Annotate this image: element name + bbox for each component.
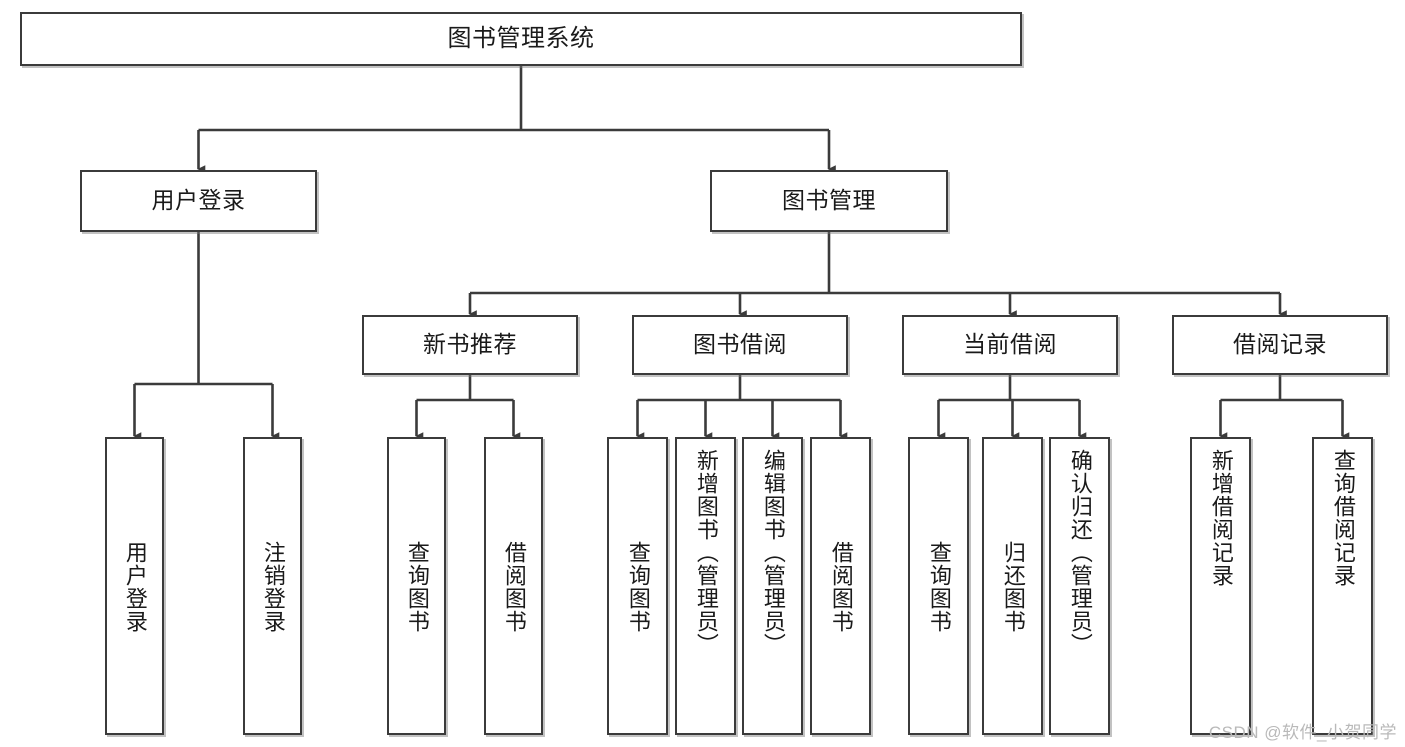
node-label-root: 图书管理系统 xyxy=(447,24,595,52)
node-label-leaf-edit-book: 编辑图书（管理员） xyxy=(760,449,786,656)
node-borrow-record[interactable]: 借阅记录 xyxy=(1172,315,1388,375)
node-label-leaf-borrow-book-2: 借阅图书 xyxy=(828,541,854,633)
node-label-leaf-return-book: 归还图书 xyxy=(1000,541,1026,633)
node-root[interactable]: 图书管理系统 xyxy=(20,12,1022,66)
node-leaf-return-book[interactable]: 归还图书 xyxy=(982,437,1043,735)
node-leaf-query-book-3[interactable]: 查询图书 xyxy=(908,437,969,735)
node-label-leaf-add-record: 新增借阅记录 xyxy=(1208,449,1234,587)
node-book-borrow[interactable]: 图书借阅 xyxy=(632,315,848,375)
node-current-borrow[interactable]: 当前借阅 xyxy=(902,315,1118,375)
node-leaf-query-book-1[interactable]: 查询图书 xyxy=(387,437,446,735)
node-new-book-rec[interactable]: 新书推荐 xyxy=(362,315,578,375)
node-label-leaf-query-record: 查询借阅记录 xyxy=(1330,449,1356,587)
node-leaf-borrow-book-1[interactable]: 借阅图书 xyxy=(484,437,543,735)
node-label-leaf-logout: 注销登录 xyxy=(260,541,286,633)
node-label-leaf-query-book-3: 查询图书 xyxy=(926,541,952,633)
node-label-user-login: 用户登录 xyxy=(151,187,246,214)
node-label-leaf-add-book: 新增图书（管理员） xyxy=(693,449,719,656)
node-label-leaf-query-book-1: 查询图书 xyxy=(404,541,430,633)
node-label-leaf-borrow-book-1: 借阅图书 xyxy=(501,541,527,633)
node-label-leaf-confirm-return: 确认归还（管理员） xyxy=(1067,449,1093,656)
node-leaf-user-login[interactable]: 用户登录 xyxy=(105,437,164,735)
node-book-manage[interactable]: 图书管理 xyxy=(710,170,948,232)
node-label-current-borrow: 当前借阅 xyxy=(963,331,1057,358)
node-leaf-borrow-book-2[interactable]: 借阅图书 xyxy=(810,437,871,735)
node-leaf-add-record[interactable]: 新增借阅记录 xyxy=(1190,437,1251,735)
node-label-borrow-record: 借阅记录 xyxy=(1233,331,1327,358)
node-leaf-edit-book[interactable]: 编辑图书（管理员） xyxy=(742,437,803,735)
node-label-leaf-user-login: 用户登录 xyxy=(122,541,148,633)
node-leaf-add-book[interactable]: 新增图书（管理员） xyxy=(675,437,736,735)
node-label-book-manage: 图书管理 xyxy=(782,187,876,214)
node-user-login[interactable]: 用户登录 xyxy=(80,170,317,232)
node-leaf-query-book-2[interactable]: 查询图书 xyxy=(607,437,668,735)
node-leaf-confirm-return[interactable]: 确认归还（管理员） xyxy=(1049,437,1110,735)
node-label-book-borrow: 图书借阅 xyxy=(693,331,787,358)
node-label-new-book-rec: 新书推荐 xyxy=(423,331,517,358)
node-leaf-logout[interactable]: 注销登录 xyxy=(243,437,302,735)
node-label-leaf-query-book-2: 查询图书 xyxy=(625,541,651,633)
node-leaf-query-record[interactable]: 查询借阅记录 xyxy=(1312,437,1373,735)
